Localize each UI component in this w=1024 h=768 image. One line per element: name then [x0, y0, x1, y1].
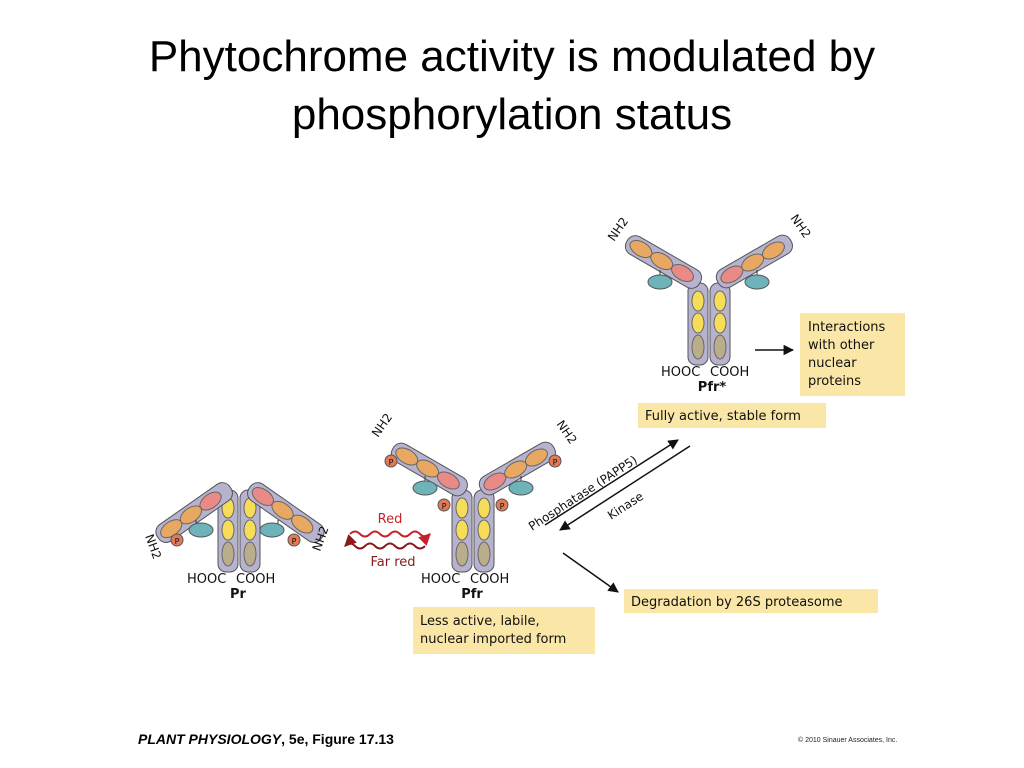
pr-label: Pr: [230, 587, 247, 602]
pfr-star-molecule: NH2 NH2 HOOC COOH Pfr*: [605, 212, 814, 395]
interactions-line-4: proteins: [808, 374, 861, 389]
box-less-active: Less active, labile, nuclear imported fo…: [413, 607, 595, 654]
box-interactions: Interactions with other nuclear proteins: [800, 313, 905, 396]
pr-molecule: P P NH2 NH2 HOOC COOH Pr: [142, 482, 332, 602]
pr-phospho-right: P: [292, 537, 297, 546]
red-light-arrow: [349, 530, 431, 546]
interactions-line-2: with other: [808, 338, 875, 353]
pfr-hooc: HOOC: [421, 572, 460, 587]
pfr-star-nh2-left: NH2: [605, 215, 631, 244]
pfr-star-cooh: COOH: [710, 365, 749, 380]
pr-phospho-left: P: [175, 537, 180, 546]
interactions-line-3: nuclear: [808, 356, 857, 371]
pr-cooh: COOH: [236, 572, 275, 587]
pfr-star-hooc: HOOC: [661, 365, 700, 380]
pfr-nh2-left: NH2: [369, 411, 395, 440]
slide-title: Phytochrome activity is modulated by pho…: [0, 28, 1024, 144]
title-line-2: phosphorylation status: [291, 90, 733, 139]
pfr-phospho-hinge-right: P: [500, 502, 505, 511]
credit-book: PLANT PHYSIOLOGY: [138, 731, 282, 747]
box-fully-active: Fully active, stable form: [638, 403, 826, 428]
kinase-arrow: [544, 439, 679, 526]
far-red-light-arrow: [344, 534, 426, 550]
box-degradation: Degradation by 26S proteasome: [624, 589, 878, 613]
reaction-arrows: Phosphatase (PAPP5) Kinase: [526, 344, 795, 593]
pfr-phospho-nterm-left: P: [389, 458, 394, 467]
less-active-line-1: Less active, labile,: [420, 614, 540, 629]
phosphatase-arrow: [559, 445, 691, 531]
pr-hooc: HOOC: [187, 572, 226, 587]
pfr-star-label: Pfr*: [698, 380, 727, 395]
far-red-label: Far red: [370, 555, 415, 570]
red-label: Red: [378, 512, 403, 527]
pfr-phospho-hinge-left: P: [442, 502, 447, 511]
figure-credit: PLANT PHYSIOLOGY, 5e, Figure 17.13: [138, 731, 394, 747]
pfr-cooh: COOH: [470, 572, 509, 587]
pfr-star-nh2-right: NH2: [788, 212, 814, 241]
degradation-text: Degradation by 26S proteasome: [631, 595, 843, 610]
kinase-label: Kinase: [605, 489, 646, 522]
less-active-line-2: nuclear imported form: [420, 632, 566, 647]
copyright-notice: © 2010 Sinauer Associates, Inc.: [798, 737, 898, 744]
credit-rest: , 5e, Figure 17.13: [281, 731, 394, 747]
title-line-1: Phytochrome activity is modulated by: [148, 32, 876, 81]
interactions-line-1: Interactions: [808, 320, 886, 335]
pfr-phospho-nterm-right: P: [553, 458, 558, 467]
degradation-arrow: [562, 552, 619, 593]
pfr-label: Pfr: [461, 587, 483, 602]
fully-active-text: Fully active, stable form: [645, 409, 801, 424]
light-conversion: Red Far red: [344, 512, 431, 570]
pfr-nh2-right: NH2: [554, 418, 580, 447]
